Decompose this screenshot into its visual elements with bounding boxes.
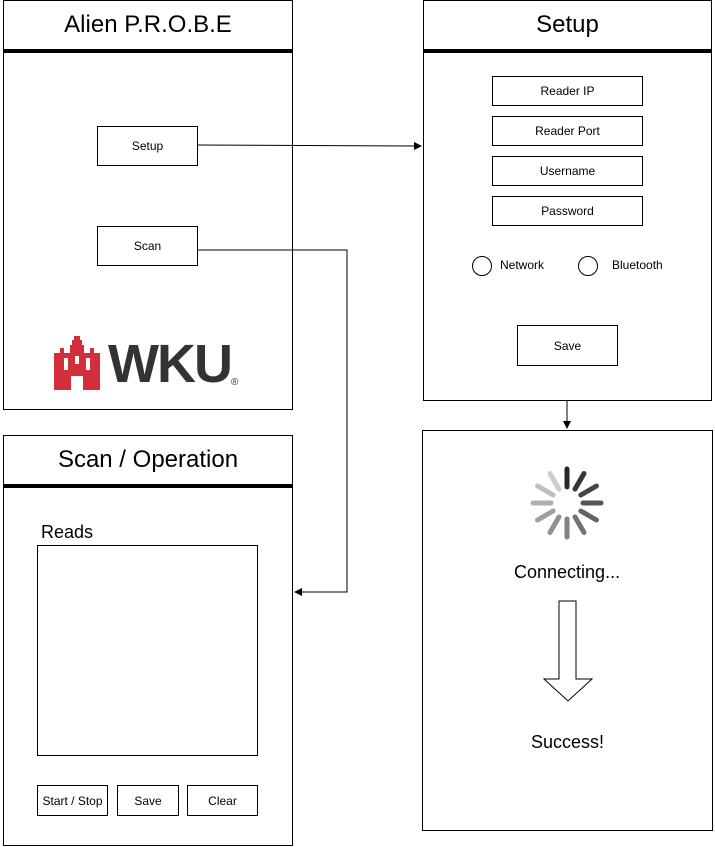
spinner-tick bbox=[535, 483, 556, 498]
network-radio[interactable] bbox=[472, 256, 492, 276]
connecting-screen-panel: Connecting... Success! bbox=[422, 430, 713, 831]
setup-screen-panel: Setup Reader IP Reader Port Username Pas… bbox=[423, 0, 712, 401]
spinner-tick bbox=[572, 471, 587, 492]
main-screen-panel: Alien P.R.O.B.E Setup Scan WKU ® bbox=[3, 0, 293, 410]
setup-save-button[interactable]: Save bbox=[517, 325, 618, 366]
wku-logo-text: WKU bbox=[108, 334, 233, 394]
loading-spinner-icon bbox=[530, 466, 604, 540]
bluetooth-radio[interactable] bbox=[578, 256, 598, 276]
wku-tower-icon bbox=[54, 336, 100, 390]
spinner-tick bbox=[535, 508, 556, 523]
start-stop-button[interactable]: Start / Stop bbox=[37, 785, 108, 816]
scan-screen-panel: Scan / Operation Reads Start / Stop Save… bbox=[3, 435, 293, 846]
scan-button[interactable]: Scan bbox=[97, 226, 198, 266]
username-field[interactable]: Username bbox=[492, 156, 643, 186]
connecting-text: Connecting... bbox=[514, 562, 621, 582]
spinner-tick bbox=[578, 508, 599, 523]
reader-ip-field[interactable]: Reader IP bbox=[492, 76, 643, 106]
clear-button[interactable]: Clear bbox=[187, 785, 258, 816]
reader-port-field[interactable]: Reader Port bbox=[492, 116, 643, 146]
wku-registered-mark: ® bbox=[231, 377, 239, 388]
scan-screen-title: Scan / Operation bbox=[4, 436, 292, 488]
success-text: Success! bbox=[531, 732, 605, 752]
network-label: Network bbox=[500, 258, 545, 272]
password-field[interactable]: Password bbox=[492, 196, 643, 226]
main-screen-title: Alien P.R.O.B.E bbox=[4, 1, 292, 53]
setup-button[interactable]: Setup bbox=[97, 126, 198, 166]
wku-logo: WKU ® bbox=[54, 333, 244, 395]
setup-screen-title: Setup bbox=[424, 1, 711, 53]
spinner-tick bbox=[547, 514, 562, 535]
down-arrow-icon bbox=[542, 600, 594, 702]
spinner-tick bbox=[572, 514, 587, 535]
scan-save-button[interactable]: Save bbox=[117, 785, 179, 816]
reads-label: Reads bbox=[41, 522, 94, 542]
reads-list-box[interactable] bbox=[37, 545, 258, 756]
spinner-tick bbox=[547, 471, 562, 492]
spinner-tick bbox=[578, 483, 599, 498]
bluetooth-label: Bluetooth bbox=[612, 258, 663, 272]
